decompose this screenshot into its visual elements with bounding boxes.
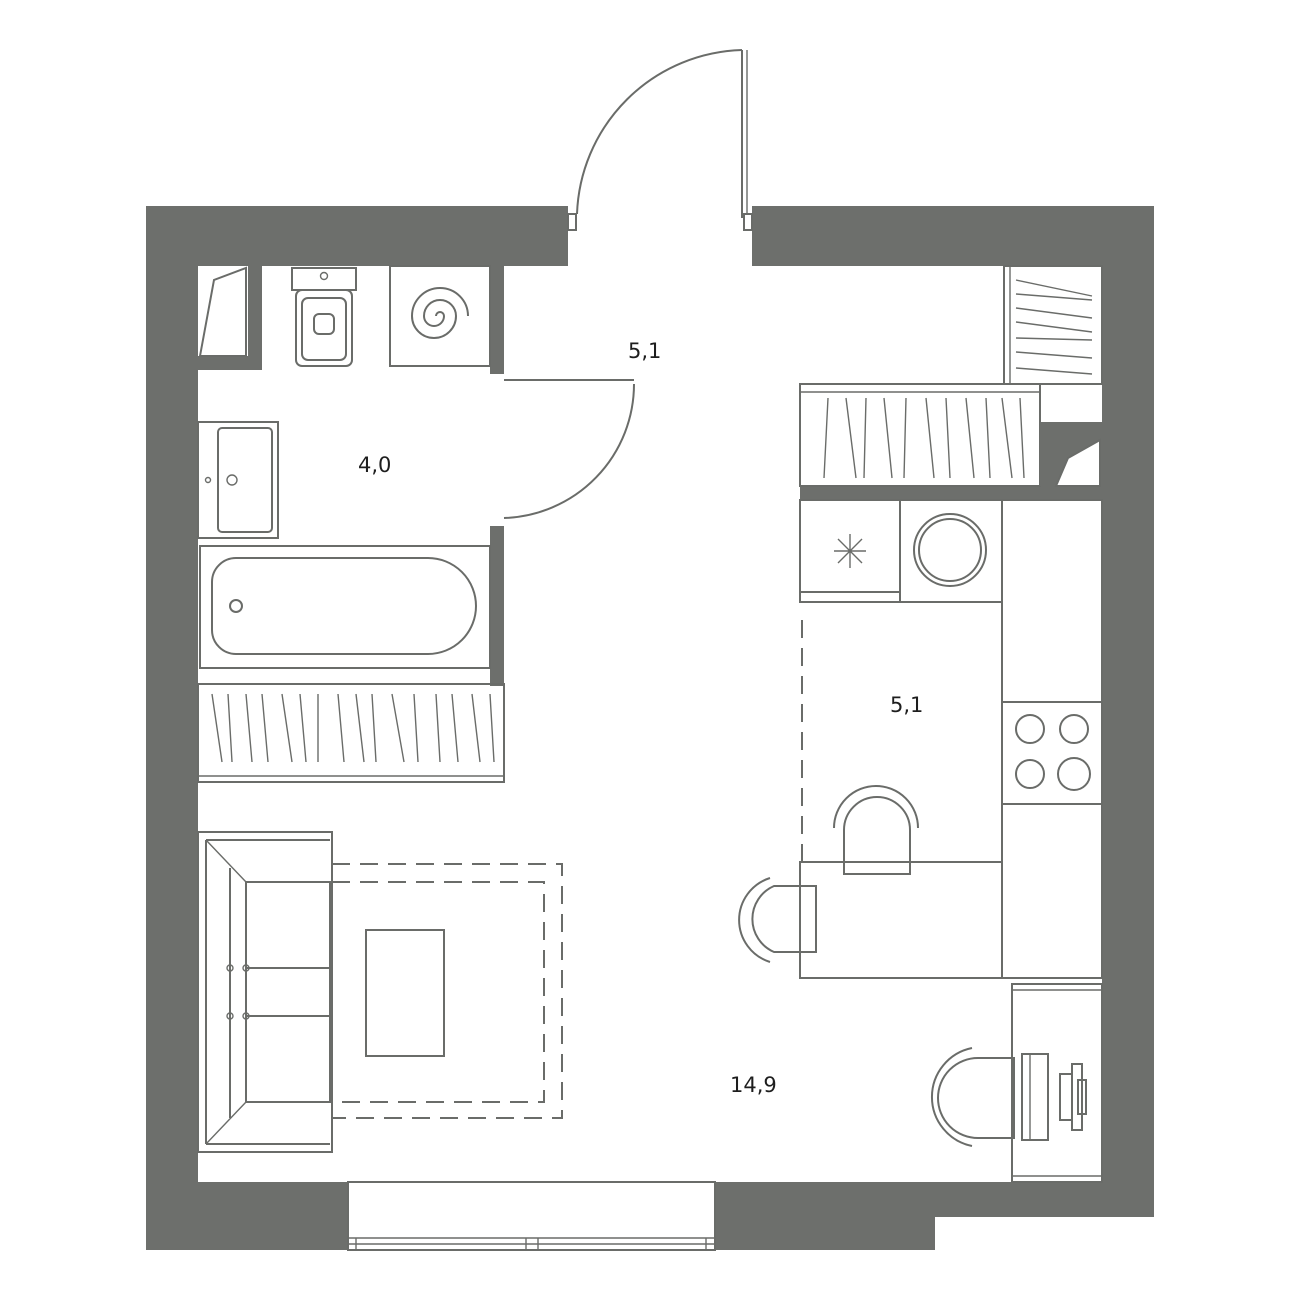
bathroom-area-label: 4,0 [358, 453, 391, 477]
sink [197, 421, 279, 539]
coffee-table [365, 929, 445, 1057]
washing-machine [899, 499, 1003, 603]
toilet [291, 267, 357, 367]
bathroom-door [503, 379, 635, 519]
closet-top-right [1003, 265, 1103, 385]
wall-outline [146, 206, 568, 1250]
boiler [389, 265, 491, 367]
wardrobe-right [799, 383, 1102, 500]
desk [1011, 983, 1103, 1183]
exterior-walls [146, 206, 1154, 1250]
chair-left [738, 877, 817, 963]
wardrobe-hall [197, 683, 505, 783]
cooktop [1015, 714, 1091, 791]
window-bottom [347, 1181, 716, 1251]
kitchen-counter [800, 499, 1103, 979]
shaft-right [1040, 422, 1102, 487]
sofa [197, 831, 333, 1153]
wall-right [715, 206, 1154, 1250]
shaft-top-left [198, 266, 247, 357]
kitchen-area-label: 5,1 [890, 693, 923, 717]
chair-top [833, 785, 919, 875]
hallway-area-label: 5,1 [628, 339, 661, 363]
bathtub [199, 545, 491, 669]
entrance-door [567, 49, 753, 231]
bathroom-partitions [198, 266, 504, 686]
dining-table [799, 620, 1003, 979]
kitchen-fridge [799, 499, 901, 603]
living-room-area-label: 14,9 [730, 1073, 777, 1097]
rug [331, 863, 563, 1119]
desk-chair [930, 1047, 1015, 1147]
